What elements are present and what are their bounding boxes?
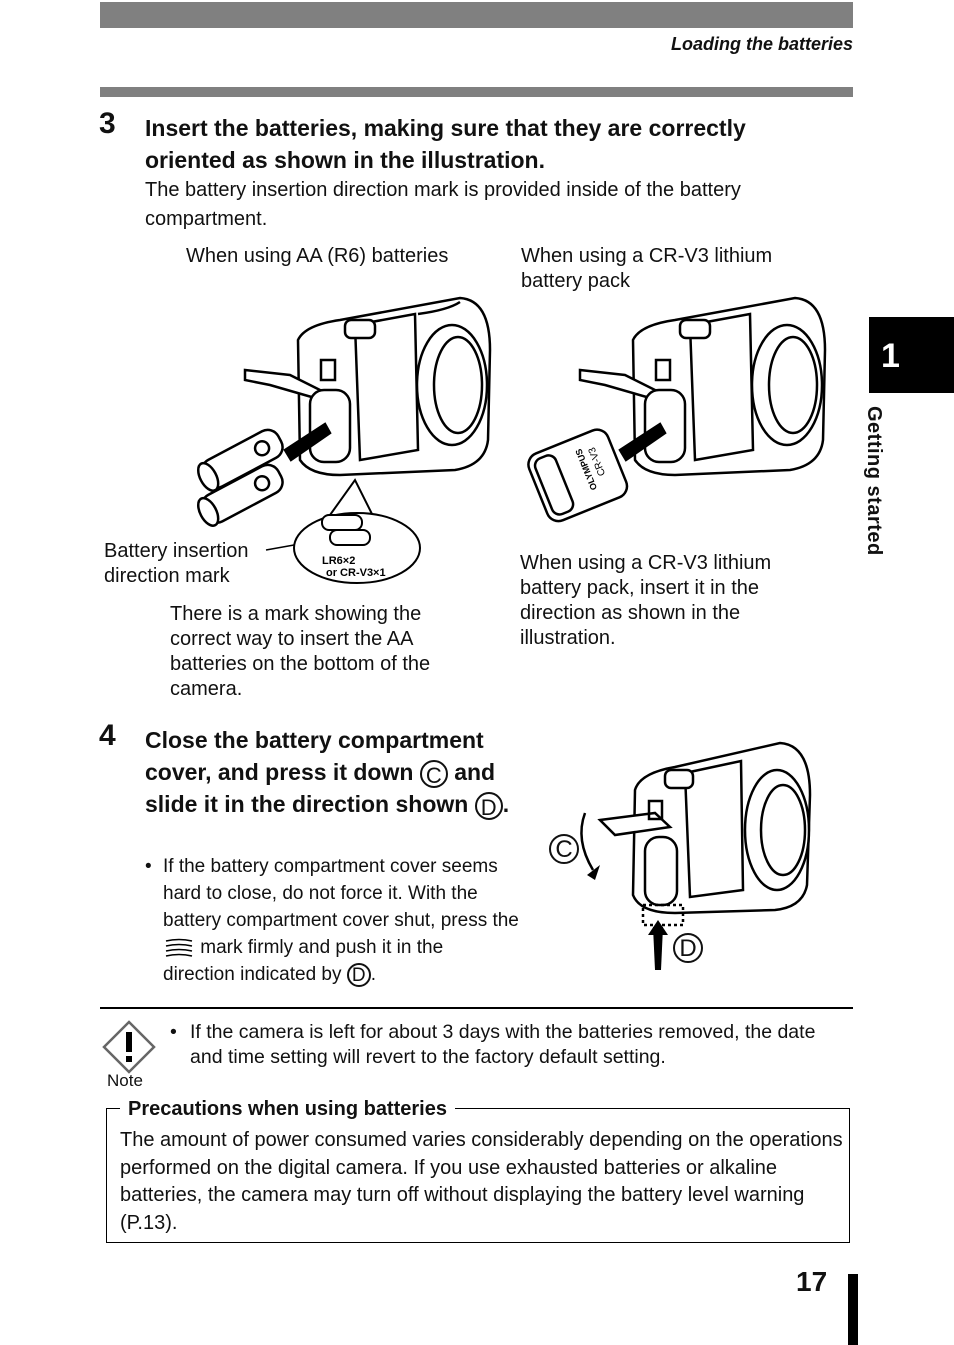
divider bbox=[100, 1007, 853, 1009]
precautions-title: Precautions when using batteries bbox=[120, 1098, 455, 1121]
mark-label: Battery insertion direction mark bbox=[104, 540, 249, 587]
page-number: 17 bbox=[796, 1266, 828, 1297]
note-label: Note bbox=[107, 1071, 143, 1090]
section-title: Loading the batteries bbox=[670, 34, 853, 54]
crv3-caption: When using a CR-V3 lithium battery pack bbox=[521, 245, 773, 292]
mark-d-icon: D bbox=[474, 791, 503, 820]
step-4-number: 4 bbox=[99, 719, 116, 752]
precautions-box bbox=[106, 1108, 850, 1243]
crv3-battery-illustration: OLYMPUS CR-V3 bbox=[527, 296, 827, 523]
step-3-number: 3 bbox=[99, 107, 116, 140]
note-icon bbox=[102, 1020, 156, 1074]
step-4-title: Close the battery compartment cover, and… bbox=[145, 727, 510, 820]
aa-battery-illustration: LR6×2 or CR-V3×1 bbox=[196, 296, 492, 584]
mark-text-2: or CR-V3×1 bbox=[326, 567, 386, 579]
aa-caption: When using AA (R6) batteries bbox=[186, 245, 449, 267]
step-4-bullet: • If the battery compartment cover seems… bbox=[145, 856, 519, 987]
note-text: • If the camera is left for about 3 days… bbox=[170, 1021, 816, 1068]
precautions-body: The amount of power consumed varies cons… bbox=[120, 1129, 843, 1234]
page-number-bar bbox=[848, 1274, 858, 1345]
header-bar-top bbox=[100, 2, 853, 28]
mark-text-1: LR6×2 bbox=[322, 555, 355, 567]
step-3-title: Insert the batteries, making sure that t… bbox=[145, 115, 746, 173]
step-3-body: The battery insertion direction mark is … bbox=[145, 179, 741, 230]
mark-c-icon: C bbox=[419, 759, 448, 788]
chapter-label: Getting started bbox=[863, 406, 885, 556]
mark-c-figure-icon: C bbox=[549, 834, 579, 864]
aa-note: There is a mark showing the correct way … bbox=[170, 603, 431, 700]
mark-d-small-icon: D bbox=[346, 962, 371, 987]
close-cover-illustration bbox=[580, 741, 812, 970]
grip-mark-icon bbox=[165, 938, 193, 957]
mark-d-figure-icon: D bbox=[673, 933, 703, 963]
header-bar-bottom bbox=[100, 87, 853, 97]
crv3-note: When using a CR-V3 lithium battery pack,… bbox=[520, 552, 772, 649]
chapter-tab: 1 bbox=[869, 317, 954, 393]
